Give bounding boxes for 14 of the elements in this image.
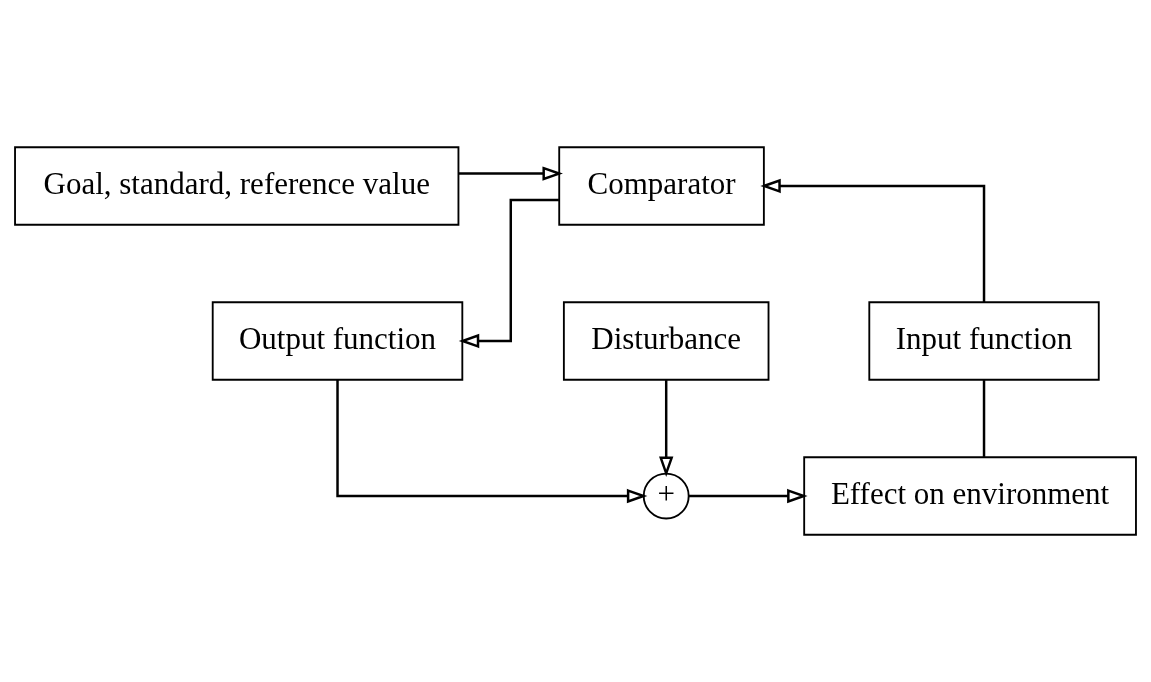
arrow [689,488,808,504]
node-box: Goal, standard, reference value [14,146,460,226]
arrow [458,166,563,181]
node-circle: + [642,472,690,520]
arrow [458,198,559,349]
node-box: Input function [868,301,1100,381]
node-box: Comparator [558,146,765,226]
connector [982,380,986,457]
arrow [659,380,674,478]
node-box: Output function [211,301,464,381]
arrow [760,178,986,302]
arrow [336,380,648,504]
node-box: Effect on environment [803,456,1137,536]
node-box: Disturbance [562,301,770,381]
